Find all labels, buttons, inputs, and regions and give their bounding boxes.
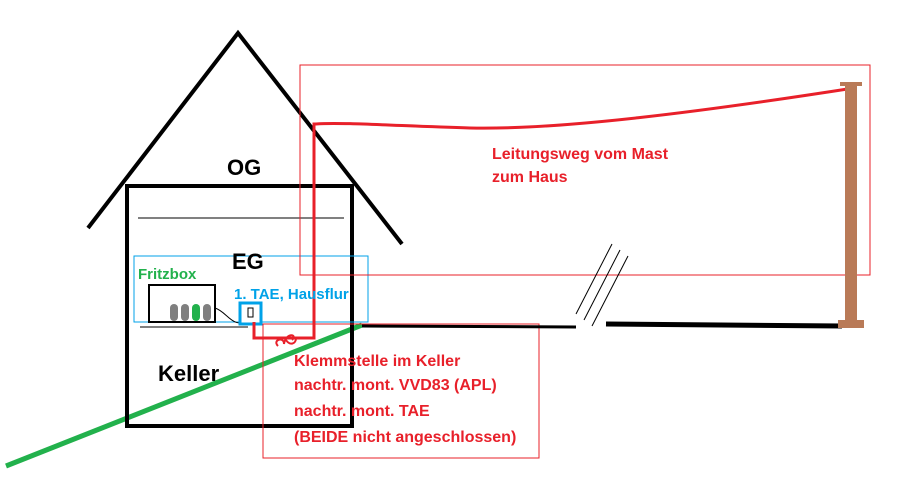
mast-base [838,320,864,328]
mast-route-label-line-1: Leitungsweg vom Mast [492,146,669,163]
interruption-mark [575,243,613,315]
cellar-note-box [262,323,540,459]
house-outline [125,184,354,428]
mast-route-box [299,64,871,276]
cellar-note-line-2: nachtr. mont. VVD83 (APL) [294,377,497,394]
fritzbox-antenna [192,304,200,321]
fritzbox-antenna [203,304,211,321]
cellar-note-line-3: nachtr. mont. TAE [294,403,430,420]
cellar-note-line-1: Klemmstelle im Keller [294,353,460,370]
mast-pole [845,84,857,326]
ground-line [5,322,363,469]
interruption-mark [583,249,621,321]
floor-label-keller: Keller [158,361,220,386]
mast-to-house-cable [252,86,855,340]
interruption-mark [591,255,629,327]
splice-point-icon [275,334,297,347]
floor-label-og: OG [227,155,261,180]
underground-cable-right [605,321,843,329]
tae-socket-1 [238,301,263,326]
cellar-note-line-4: (BEIDE nicht angeschlossen) [294,429,516,446]
tae-label: 1. TAE, Hausflur [234,286,349,303]
tae-socket-1-inner [247,307,254,318]
mast-route-label-line-2: zum Haus [492,169,568,186]
fritzbox-antenna [170,304,178,321]
fritzbox-label: Fritzbox [138,266,197,283]
floor-label-eg: EG [232,249,264,274]
fritzbox-antenna [181,304,189,321]
roof [86,29,404,246]
underground-cable-left [361,324,577,329]
